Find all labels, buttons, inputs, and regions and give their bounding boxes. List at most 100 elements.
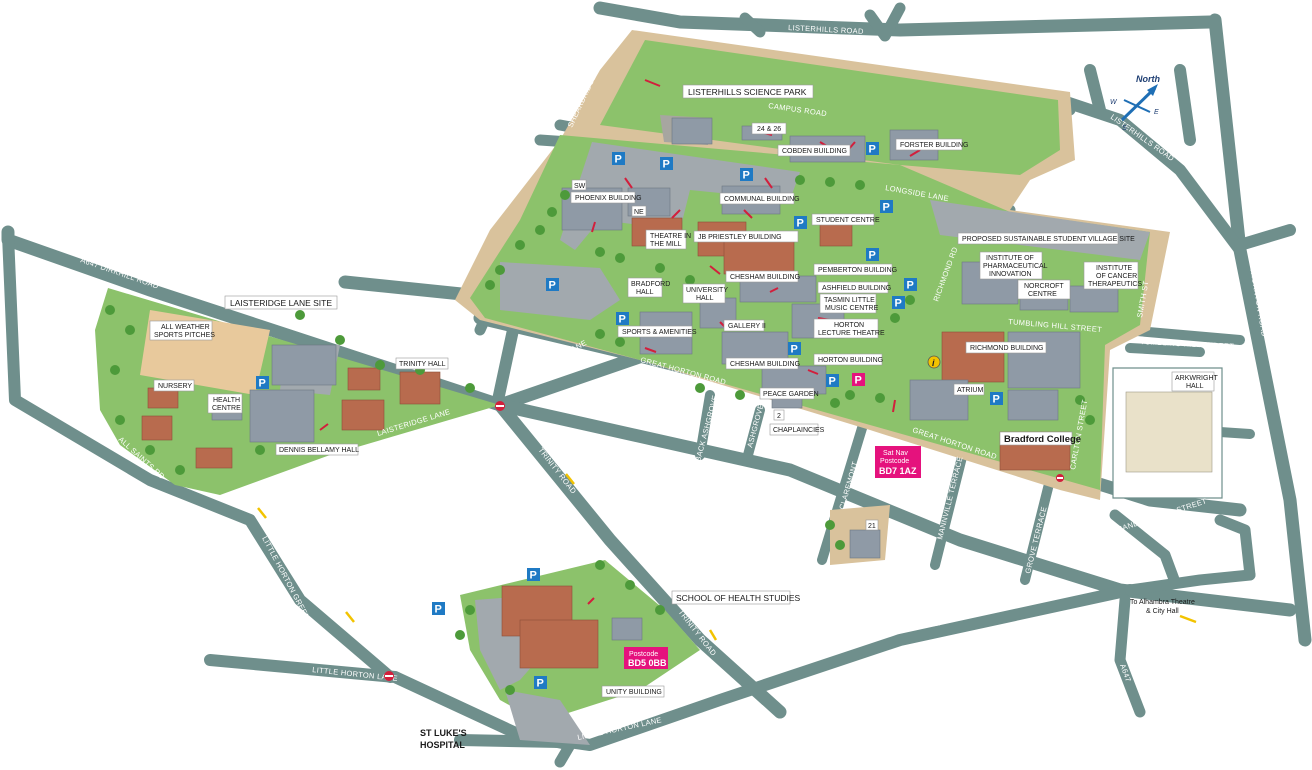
compass-e: E bbox=[1154, 109, 1159, 116]
parking-icon: P bbox=[616, 312, 629, 326]
road-label-listerhills-east: LISTERHILLS ROAD bbox=[1109, 112, 1176, 163]
compass-north: North bbox=[1136, 74, 1160, 84]
parking-icon: P bbox=[880, 200, 893, 214]
label-bradford-hall-1: BRADFORD bbox=[631, 281, 670, 288]
label-ipi-1: INSTITUTE OF bbox=[986, 255, 1034, 262]
no-entry-signs bbox=[384, 401, 1064, 681]
satnav-label-2: Postcode bbox=[880, 458, 909, 465]
svg-text:P: P bbox=[663, 159, 670, 171]
label-ashfield: ASHFIELD BUILDING bbox=[822, 285, 891, 292]
label-21: 21 bbox=[868, 523, 876, 530]
svg-text:P: P bbox=[619, 314, 626, 326]
label-nursery: NURSERY bbox=[158, 383, 192, 390]
label-proposed-village: PROPOSED SUSTAINABLE STUDENT VILLAGE SIT… bbox=[962, 236, 1135, 243]
site-label-bradford-college: Bradford College bbox=[1004, 434, 1081, 445]
road-label-trinity: TRINITY ROAD bbox=[536, 446, 578, 496]
label-jb-priestley: JB PRIESTLEY BUILDING bbox=[698, 234, 782, 241]
svg-text:P: P bbox=[537, 678, 544, 690]
label-sports-amenities: SPORTS & AMENITIES bbox=[622, 329, 697, 336]
svg-text:P: P bbox=[895, 298, 902, 310]
label-tasmin-1: TASMIN LITTLE bbox=[824, 297, 875, 304]
label-student-centre: STUDENT CENTRE bbox=[816, 217, 880, 224]
svg-text:P: P bbox=[615, 154, 622, 166]
label-chesham-south: CHESHAM BUILDING bbox=[730, 361, 800, 368]
label-communal: COMMUNAL BUILDING bbox=[724, 196, 800, 203]
parking-icon: P bbox=[904, 278, 917, 292]
site-labels: LISTERHILLS SCIENCE PARK LAISTERIDGE LAN… bbox=[224, 84, 1195, 750]
label-health-centre-1: HEALTH bbox=[213, 397, 240, 404]
label-university-hall-1: UNIVERSITY bbox=[686, 287, 728, 294]
label-ict-3: THERAPEUTICS bbox=[1088, 281, 1142, 288]
satnav-postcode: BD7 1AZ bbox=[879, 466, 917, 476]
svg-text:P: P bbox=[869, 250, 876, 262]
label-theatre-2: THE MILL bbox=[650, 241, 682, 248]
label-arkwright-1: ARKWRIGHT bbox=[1175, 375, 1219, 382]
svg-text:P: P bbox=[797, 218, 804, 230]
label-ne: NE bbox=[634, 209, 644, 216]
svg-text:i: i bbox=[932, 358, 935, 368]
label-2: 2 bbox=[777, 413, 781, 420]
label-ipi-2: PHARMACEUTICAL bbox=[983, 263, 1048, 270]
label-dennis-bellamy: DENNIS BELLAMY HALL bbox=[279, 447, 359, 454]
site-label-health-studies: SCHOOL OF HEALTH STUDIES bbox=[676, 593, 801, 603]
label-norcroft-2: CENTRE bbox=[1028, 291, 1057, 298]
label-health-centre-2: CENTRE bbox=[212, 405, 241, 412]
label-gallery: GALLERY II bbox=[728, 323, 766, 330]
label-chesham-north: CHESHAM BUILDING bbox=[730, 274, 800, 281]
site-label-science-park: LISTERHILLS SCIENCE PARK bbox=[688, 87, 807, 97]
svg-text:P: P bbox=[883, 202, 890, 214]
compass-w: W bbox=[1110, 99, 1118, 106]
site-label-hospital: HOSPITAL bbox=[420, 740, 465, 750]
svg-text:P: P bbox=[791, 344, 798, 356]
one-way-arrows bbox=[257, 473, 1197, 641]
svg-text:P: P bbox=[829, 376, 836, 388]
road-label-ashgrove: ASHGROVE bbox=[745, 403, 765, 449]
label-all-weather-2: SPORTS PITCHES bbox=[154, 332, 215, 339]
label-cobden: COBDEN BUILDING bbox=[782, 148, 847, 155]
label-chaplaincies: CHAPLAINCIES bbox=[773, 427, 825, 434]
label-norcroft-1: NORCROFT bbox=[1024, 283, 1064, 290]
site-label-alhambra-1: To Alhambra Theatre bbox=[1130, 599, 1195, 606]
svg-text:P: P bbox=[259, 378, 266, 390]
parking-icon: P bbox=[546, 278, 559, 292]
label-horton-building: HORTON BUILDING bbox=[818, 357, 883, 364]
compass-rose: North E S W bbox=[1110, 74, 1160, 132]
building-labels: 24 & 26 COBDEN BUILDING FORSTER BUILDING… bbox=[149, 122, 1219, 698]
road-label-little-horton-green: LITTLE HORTON GREEN bbox=[260, 535, 312, 622]
label-phoenix: PHOENIX BUILDING bbox=[575, 195, 642, 202]
road-label-listerhills: LISTERHILLS ROAD bbox=[788, 23, 864, 36]
health-postcode: BD5 0BB bbox=[628, 658, 667, 668]
parking-markers: P P P P P P P P P P P P P P P P P P P bbox=[256, 142, 1003, 690]
road-label-mannville: MANNVILLE TERRACE bbox=[935, 455, 964, 540]
label-ict-2: OF CANCER bbox=[1096, 273, 1137, 280]
buildings bbox=[141, 117, 1213, 669]
svg-text:P: P bbox=[869, 144, 876, 156]
svg-text:P: P bbox=[743, 170, 750, 182]
label-forster: FORSTER BUILDING bbox=[900, 142, 968, 149]
label-sw: SW bbox=[574, 183, 586, 190]
svg-text:P: P bbox=[907, 280, 914, 292]
site-label-alhambra-2: & City Hall bbox=[1146, 608, 1179, 615]
svg-text:P: P bbox=[549, 280, 556, 292]
label-ict-1: INSTITUTE bbox=[1096, 265, 1132, 272]
satnav-label-1: Sat Nav bbox=[883, 450, 908, 457]
label-peace-garden: PEACE GARDEN bbox=[763, 391, 819, 398]
label-trinity-hall: TRINITY HALL bbox=[399, 361, 446, 368]
site-label-laisteridge: LAISTERIDGE LANE SITE bbox=[230, 298, 332, 308]
parking-icon: P bbox=[990, 392, 1003, 406]
label-ipi-3: INNOVATION bbox=[989, 271, 1032, 278]
label-horton-lt-1: HORTON bbox=[834, 322, 864, 329]
svg-text:P: P bbox=[855, 375, 862, 387]
svg-text:P: P bbox=[435, 604, 442, 616]
parking-icon: P bbox=[852, 373, 865, 387]
label-arkwright-2: HALL bbox=[1186, 383, 1204, 390]
site-label-st-lukes: ST LUKE'S bbox=[420, 728, 467, 738]
label-unity: UNITY BUILDING bbox=[606, 689, 662, 696]
svg-text:P: P bbox=[993, 394, 1000, 406]
label-bradford-hall-2: HALL bbox=[636, 289, 654, 296]
label-atrium: ATRIUM bbox=[957, 387, 983, 394]
road-label-easby: A647 EASBY ROAD bbox=[587, 449, 659, 479]
health-postcode-label: Postcode bbox=[629, 651, 658, 658]
info-icon bbox=[927, 355, 941, 369]
